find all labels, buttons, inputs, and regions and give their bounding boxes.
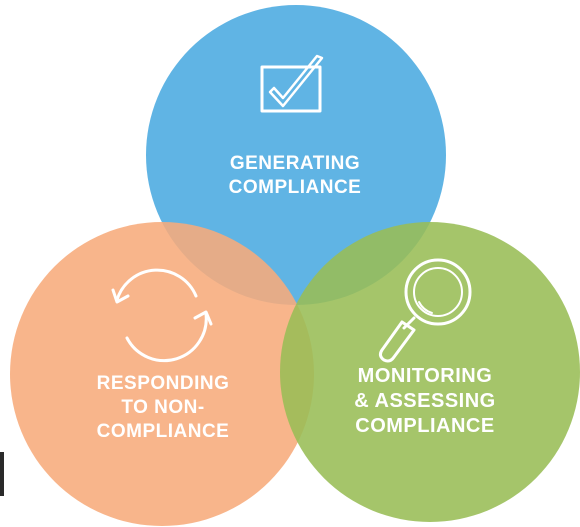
circle-generating	[146, 5, 446, 305]
magnifying-glass-icon	[378, 258, 472, 363]
label-line: MONITORING	[357, 365, 493, 387]
label-line: RESPONDING	[96, 373, 230, 394]
label-line: TO NON-	[121, 396, 205, 418]
label-line: COMPLIANCE	[228, 176, 362, 198]
label-line: & ASSESSING	[354, 390, 496, 412]
circle-monitoring	[280, 222, 580, 522]
circle-label-monitoring: MONITORING & ASSESSING COMPLIANCE	[325, 364, 525, 439]
circle-label-responding: RESPONDING TO NON- COMPLIANCE	[58, 372, 268, 443]
label-line: COMPLIANCE	[96, 420, 230, 442]
edge-divider	[0, 452, 4, 496]
checkbox-check-icon	[260, 54, 324, 113]
label-line: GENERATING	[229, 153, 361, 174]
label-line: COMPLIANCE	[355, 415, 495, 437]
refresh-cycle-icon	[111, 268, 213, 363]
circle-responding	[10, 222, 314, 526]
circle-label-generating: GENERATING COMPLIANCE	[175, 152, 415, 200]
